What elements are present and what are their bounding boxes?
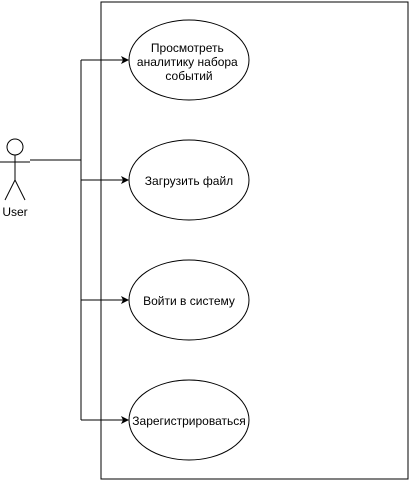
use-case-view-analytics[interactable]: Просмотреть аналитику набора событий — [128, 19, 250, 101]
use-case-label-line: Войти в систему — [143, 294, 235, 308]
connectors — [30, 56, 129, 424]
use-case-label-line: событий — [165, 69, 212, 83]
use-case-upload-file[interactable]: Загрузить файл — [128, 139, 250, 221]
use-case-ellipse — [128, 259, 250, 341]
use-case-register[interactable]: Зарегистрироваться — [128, 379, 250, 461]
actor-label: User — [2, 205, 27, 219]
actor-user[interactable]: User — [0, 138, 30, 219]
use-case-label-line: Зарегистрироваться — [132, 414, 245, 428]
actor-left-leg — [4, 179, 16, 201]
use-case-label-line: Загрузить файл — [145, 174, 233, 188]
use-case-ellipse — [128, 379, 250, 461]
use-case-label: Просмотреть аналитику набора событий — [137, 41, 241, 83]
use-case-ellipse — [128, 139, 250, 221]
use-case-label: Загрузить файл — [145, 174, 233, 188]
use-case-label: Зарегистрироваться — [132, 414, 245, 428]
actor-right-leg — [14, 179, 26, 201]
use-case-login[interactable]: Войти в систему — [128, 259, 250, 341]
use-case-ellipse — [128, 19, 250, 101]
use-case-label-line: аналитику набора — [137, 55, 238, 69]
use-case-label-line: Просмотреть — [151, 41, 224, 55]
actor-head — [6, 138, 24, 156]
use-case-label: Войти в систему — [143, 294, 235, 308]
